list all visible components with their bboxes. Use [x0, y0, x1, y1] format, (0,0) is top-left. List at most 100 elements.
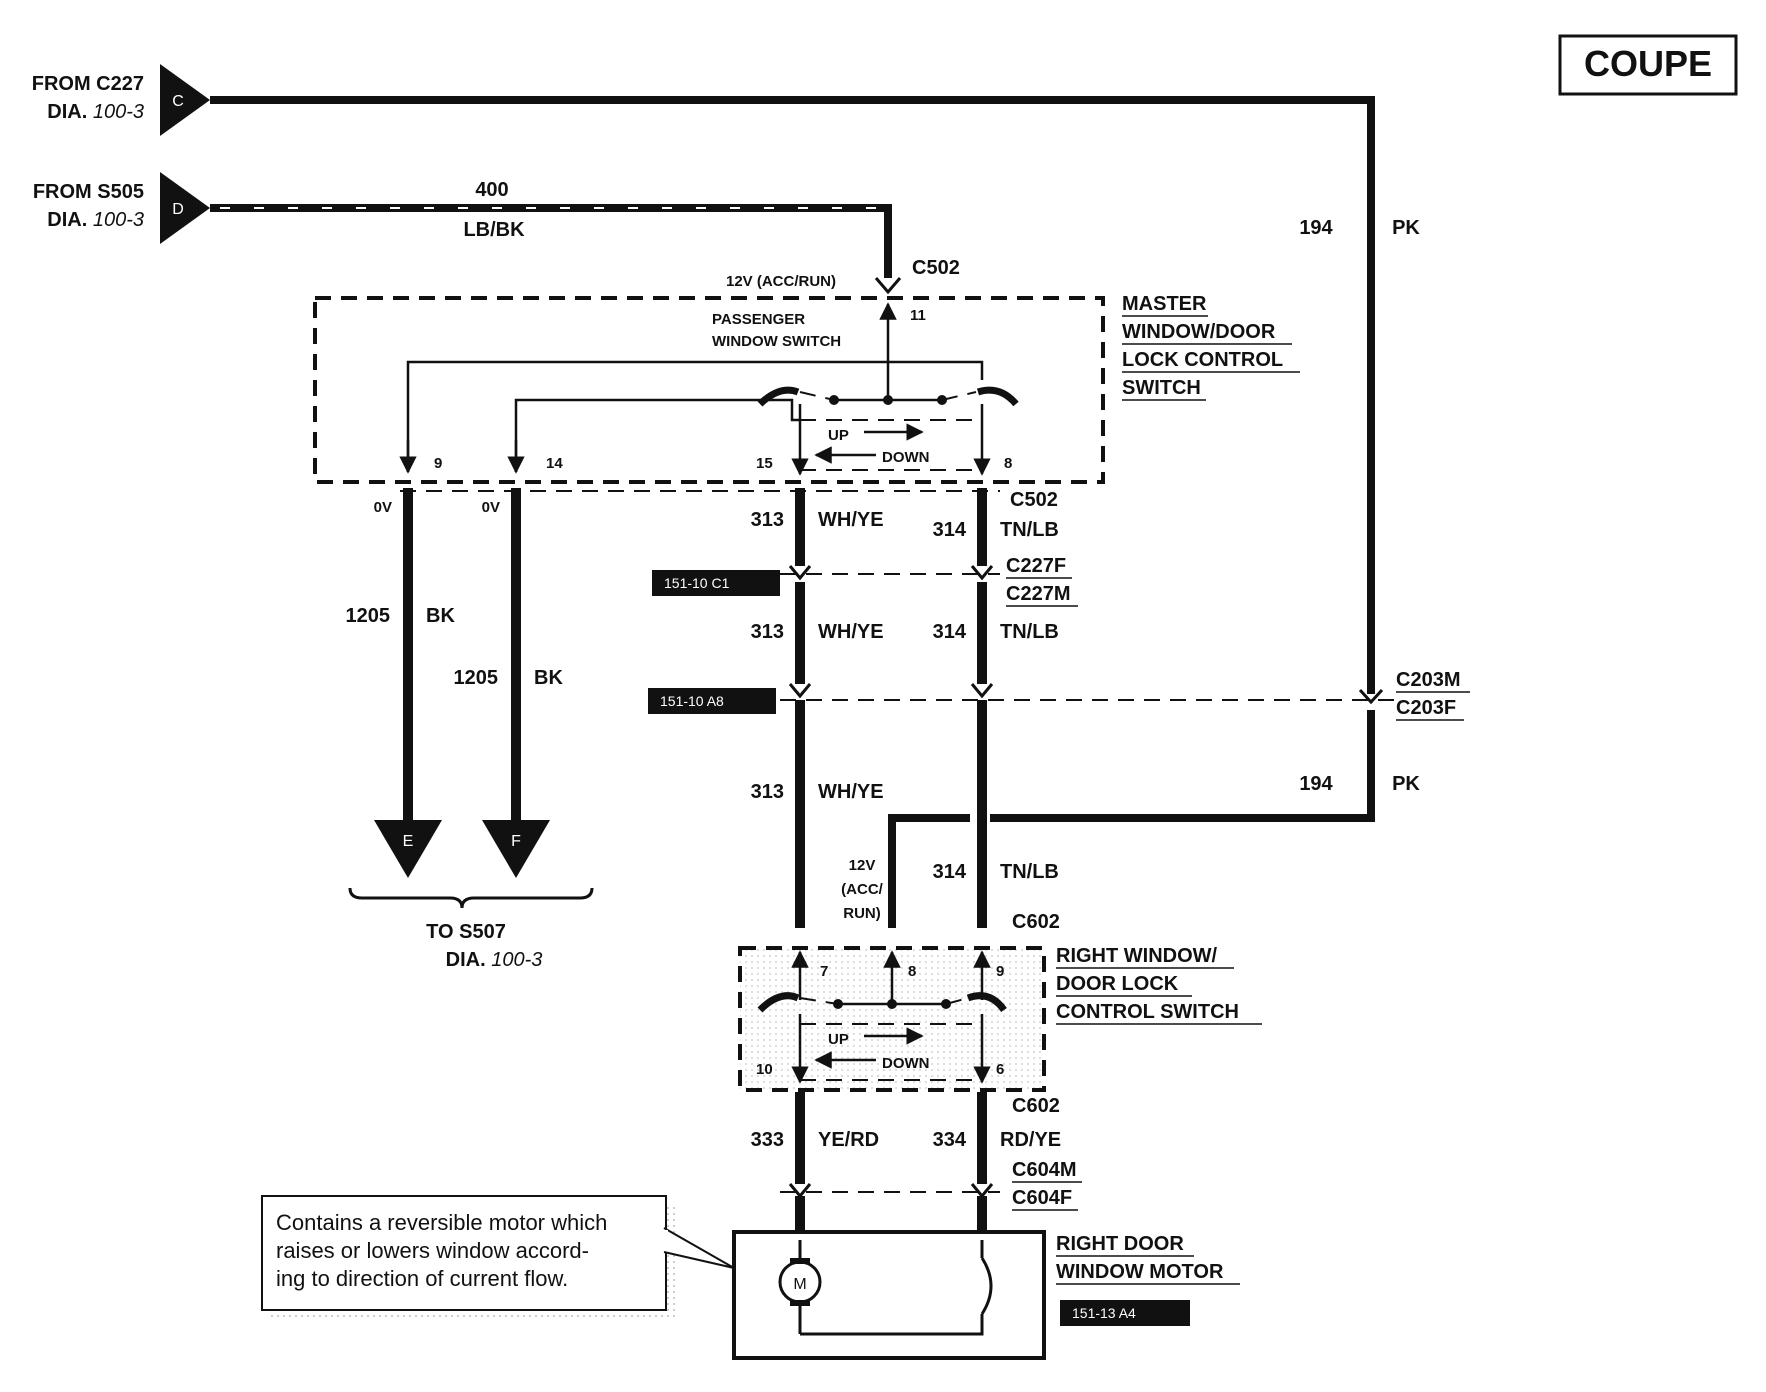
- input-c-letter: C: [172, 93, 184, 110]
- right-supply-wire: [888, 814, 970, 928]
- wire-194-top-color: PK: [1392, 217, 1420, 239]
- ground-right-letter: F: [511, 833, 521, 850]
- ground-left-voltage: 0V: [374, 499, 392, 516]
- master-switch: [313, 296, 1105, 484]
- passenger-label-1: PASSENGER: [712, 311, 805, 328]
- ref-tag-2-text: 151-10 A8: [660, 693, 724, 709]
- c604m-label: C604M: [1012, 1159, 1076, 1181]
- connector-c227: [780, 565, 1000, 581]
- c203m-label: C203M: [1396, 669, 1460, 691]
- to-s507-brace: [348, 887, 594, 909]
- input-d-letter: D: [172, 201, 184, 218]
- ref-tag-2: 151-10 A8: [648, 688, 776, 714]
- wire-333: [788, 1092, 812, 1240]
- wire-313-circuit-2: 313: [751, 621, 784, 643]
- c502-top-label: C502: [912, 257, 960, 279]
- ground-wire-left: E: [374, 488, 442, 878]
- wire-313-color-2: WH/YE: [818, 621, 884, 643]
- master-pin-9: 9: [434, 455, 442, 472]
- window-motor: M: [732, 1230, 1046, 1360]
- right-switch-title-3: CONTROL SWITCH: [1056, 1001, 1239, 1023]
- right-pin-9: 9: [996, 963, 1004, 980]
- wire-194-bottom-circuit: 194: [1299, 773, 1333, 795]
- right-switch-title-underlines: [1056, 967, 1262, 1025]
- connector-underlines: [1006, 577, 1470, 1211]
- master-up-label: UP: [828, 427, 849, 444]
- master-pin-14: 14: [546, 455, 563, 472]
- input-d: D FROM S505 DIA. 100-3: [33, 172, 210, 244]
- ground-right-circuit: 1205: [454, 667, 499, 689]
- ground-right-voltage: 0V: [482, 499, 500, 516]
- ref-tag-3: 151-13 A4: [1060, 1300, 1190, 1326]
- right-switch-title-2: DOOR LOCK: [1056, 973, 1179, 995]
- master-title-3: LOCK CONTROL: [1122, 349, 1283, 371]
- svg-text:DIA. 100-3: DIA. 100-3: [446, 949, 543, 971]
- input-c-dia: DIA.: [47, 101, 87, 123]
- ground-wire-right: F: [482, 488, 550, 878]
- right-down-label: DOWN: [882, 1055, 930, 1072]
- master-pin-11: 11: [910, 307, 926, 324]
- right-switch: [738, 946, 1046, 1092]
- wire-313-circuit-3: 313: [751, 781, 784, 803]
- note-line-3: ing to direction of current flow.: [276, 1266, 568, 1291]
- input-c: C FROM C227 DIA. 100-3: [32, 64, 210, 136]
- wire-333-circuit: 333: [751, 1129, 784, 1151]
- wire-314-circuit-3: 314: [933, 861, 967, 883]
- coupe-badge: COUPE: [1558, 34, 1738, 96]
- wire-400: [210, 204, 902, 295]
- input-d-dia: DIA.: [47, 209, 87, 231]
- right-pin-6: 6: [996, 1061, 1004, 1078]
- wire-194-top-circuit: 194: [1299, 217, 1333, 239]
- right-supply-3: RUN): [843, 905, 881, 922]
- wire-400-color: LB/BK: [463, 219, 525, 241]
- wire-314-circuit-1: 314: [933, 519, 967, 541]
- c227m-label: C227M: [1006, 583, 1070, 605]
- right-switch-title-1: RIGHT WINDOW/: [1056, 945, 1218, 967]
- wire-314-circuit-2: 314: [933, 621, 967, 643]
- right-pin-10: 10: [756, 1061, 773, 1078]
- ref-tag-1-text: 151-10 C1: [664, 575, 730, 591]
- ref-tag-3-text: 151-13 A4: [1072, 1305, 1136, 1321]
- c602-top-label: C602: [1012, 911, 1060, 933]
- connector-c203: [780, 683, 1400, 701]
- c602-bottom-label: C602: [1012, 1095, 1060, 1117]
- master-pin-15: 15: [756, 455, 773, 472]
- ground-left-circuit: 1205: [346, 605, 391, 627]
- master-pin-8: 8: [1004, 455, 1012, 472]
- master-title-underlines: [1122, 315, 1300, 401]
- right-pin-8: 8: [908, 963, 916, 980]
- input-d-from: FROM S505: [33, 181, 144, 203]
- right-supply-1: 12V: [849, 857, 876, 874]
- motor-title-underlines: [1056, 1255, 1240, 1285]
- right-pin-7: 7: [820, 963, 828, 980]
- c604f-label: C604F: [1012, 1187, 1072, 1209]
- wire-314-color-1: TN/LB: [1000, 519, 1059, 541]
- c227f-label: C227F: [1006, 555, 1066, 577]
- master-title-2: WINDOW/DOOR: [1122, 321, 1276, 343]
- input-c-dia-ref: 100-3: [93, 101, 144, 123]
- master-title-1: MASTER: [1122, 293, 1207, 315]
- right-supply-2: (ACC/: [841, 881, 883, 898]
- to-s507-label: TO S507: [426, 921, 506, 943]
- svg-text:DIA. 100-3: DIA. 100-3: [47, 209, 144, 231]
- to-s507-dia-ref: 100-3: [491, 949, 542, 971]
- wire-314-color-2: TN/LB: [1000, 621, 1059, 643]
- input-d-dia-ref: 100-3: [93, 209, 144, 231]
- ground-right-color: BK: [534, 667, 563, 689]
- c203f-label: C203F: [1396, 697, 1456, 719]
- wire-313-color-1: WH/YE: [818, 509, 884, 531]
- ref-tag-1: 151-10 C1: [652, 570, 780, 596]
- wire-314-color-3: TN/LB: [1000, 861, 1059, 883]
- master-title-4: SWITCH: [1122, 377, 1201, 399]
- note-line-2: raises or lowers window accord-: [276, 1238, 589, 1263]
- note-callout: Contains a reversible motor which raises…: [261, 1195, 735, 1320]
- wire-334: [970, 1092, 994, 1240]
- wire-333-color: YE/RD: [818, 1129, 879, 1151]
- master-down-label: DOWN: [882, 449, 930, 466]
- right-up-label: UP: [828, 1031, 849, 1048]
- to-s507-dia: DIA.: [446, 949, 486, 971]
- c502-mid-label: C502: [1010, 489, 1058, 511]
- wire-313-circuit-1: 313: [751, 509, 784, 531]
- input-c-from: FROM C227: [32, 73, 144, 95]
